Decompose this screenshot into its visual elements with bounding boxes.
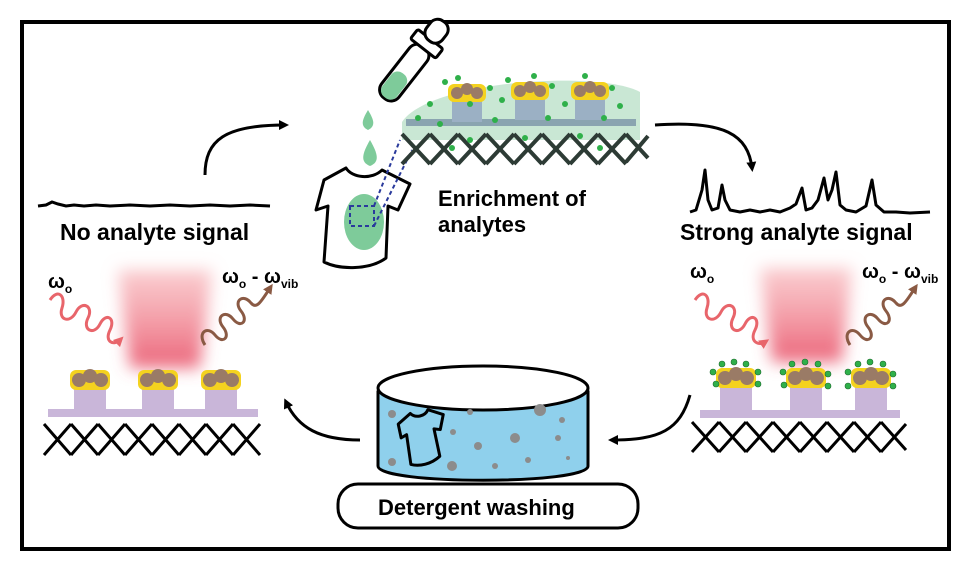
enrichment-label-line2: analytes bbox=[438, 212, 526, 237]
washing-shirt-icon bbox=[396, 408, 445, 467]
washing-tub-rim bbox=[376, 364, 590, 412]
shirt-zoom-box bbox=[349, 205, 375, 227]
left-omega-out: ωo - ωvib bbox=[222, 266, 298, 291]
arrow-to-enrichment bbox=[203, 120, 289, 176]
washing-label: Detergent washing bbox=[378, 495, 575, 520]
droplet-1 bbox=[362, 110, 374, 130]
top-lattice bbox=[400, 132, 650, 166]
left-scattered-wave bbox=[200, 283, 273, 346]
right-pillar-1 bbox=[720, 386, 752, 412]
washing-group: Detergent washing bbox=[336, 364, 640, 530]
strong-signal-label: Strong analyte signal bbox=[680, 219, 913, 245]
frame-border bbox=[20, 20, 951, 551]
right-lattice bbox=[690, 420, 908, 454]
enrichment-label-line1: Enrichment of bbox=[438, 186, 587, 211]
dropper-icon bbox=[378, 17, 450, 103]
water-bubbles bbox=[388, 404, 570, 471]
arrow-to-strong-signal bbox=[654, 122, 757, 172]
droplet-2 bbox=[363, 140, 377, 166]
arrow-to-clean-substrate bbox=[283, 398, 361, 442]
right-omega-in: ωo bbox=[690, 261, 714, 286]
left-gold-caps bbox=[70, 369, 241, 390]
flat-spectrum-line bbox=[37, 200, 271, 208]
washing-tray bbox=[336, 482, 640, 530]
right-laser-beam bbox=[760, 268, 852, 362]
top-substrate-base bbox=[406, 119, 636, 126]
right-pillar-2 bbox=[790, 386, 822, 412]
right-analyte-dots bbox=[709, 358, 897, 390]
right-pillar-3 bbox=[855, 386, 887, 412]
right-substrate-group: ωo ωo - ωvib bbox=[690, 261, 938, 454]
left-lattice bbox=[42, 423, 262, 456]
top-analyte-dots bbox=[415, 73, 623, 151]
shirt-stain bbox=[344, 194, 384, 250]
left-substrate-group: ωo ωo - ωvib bbox=[42, 266, 298, 456]
left-incident-wave bbox=[48, 292, 124, 348]
top-gold-caps bbox=[448, 81, 609, 102]
no-signal-label: No analyte signal bbox=[60, 219, 249, 245]
strong-spectrum-line bbox=[689, 168, 931, 215]
left-omega-in: ωo bbox=[48, 271, 72, 296]
left-laser-beam bbox=[118, 270, 212, 368]
enrichment-group: Enrichment of analytes bbox=[314, 17, 650, 270]
left-substrate-base bbox=[48, 409, 258, 417]
right-incident-wave bbox=[693, 292, 770, 349]
right-scattered-wave bbox=[845, 283, 918, 346]
zoom-line-1 bbox=[373, 139, 401, 207]
arrow-to-washing bbox=[608, 394, 692, 445]
right-substrate-base bbox=[700, 410, 900, 418]
right-omega-out: ωo - ωvib bbox=[862, 261, 938, 286]
right-gold-caps bbox=[716, 367, 891, 388]
